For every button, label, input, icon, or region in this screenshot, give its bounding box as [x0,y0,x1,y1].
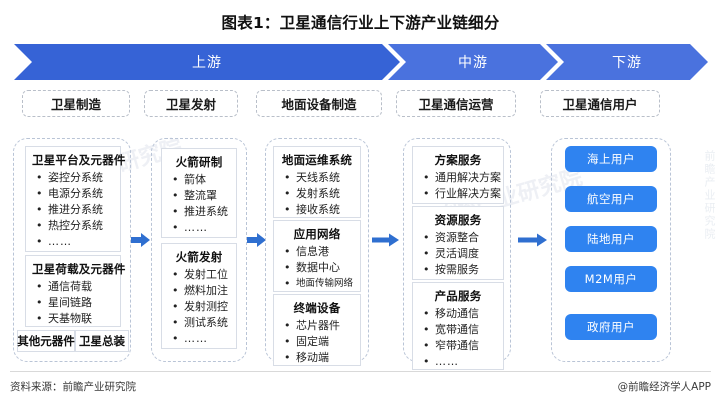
group-item-list: 姿控分系统 电源分系统 推进分系统 热控分系统 …… [32,170,114,250]
group-title: 资源服务 [434,213,482,227]
list-item: 星间链路 [32,295,114,311]
list-item: 天基物联 [32,311,114,327]
group-solution-service: 方案服务 通用解决方案 行业解决方案 [412,146,504,204]
list-item-ellipsis: …… [168,220,230,236]
group-title: 火箭发射 [175,250,223,264]
list-item: 发射系统 [280,186,354,202]
list-item: 行业解决方案 [419,186,501,202]
user-pill-maritime[interactable]: 海上用户 [565,146,657,172]
list-item: 发射工位 [168,267,230,283]
list-item: 天线系统 [280,170,354,186]
arrow-right-2 [247,233,266,247]
list-item: 接收系统 [280,202,354,218]
list-item: 姿控分系统 [32,170,114,186]
stage-upstream[interactable]: 上游 [14,44,400,80]
group-item-list: 信息港 数据中心 地面传输网络 [280,244,354,292]
chart-title: 图表1：卫星通信行业上下游产业链细分 [221,14,500,32]
stage-downstream[interactable]: 下游 [546,44,708,80]
stage-midstream-label: 中游 [458,55,488,71]
footer-divider [10,371,711,372]
stage-downstream-label: 下游 [612,55,642,71]
list-item: 移动端 [280,350,354,366]
list-item: 通信荷载 [32,279,114,295]
group-title: 产品服务 [434,289,482,303]
group-item-list: 芯片器件 固定端 移动端 [280,318,354,366]
list-item: 电源分系统 [32,186,114,202]
source-text: 资料来源：前瞻产业研究院 [10,381,136,393]
group-title: 方案服务 [434,153,482,167]
group-ground-ops-system: 地面运维系统 天线系统 发射系统 接收系统 [273,146,361,218]
segment-chip-satellite-users[interactable]: 卫星通信用户 [540,90,660,117]
list-item: 信息港 [280,244,354,260]
group-item-list: 通信荷载 星间链路 天基物联 [32,279,114,327]
list-item: 移动通信 [419,306,497,322]
group-title: 地面运维系统 [281,153,353,167]
group-terminal-equipment: 终端设备 芯片器件 固定端 移动端 [273,294,361,366]
list-item: 宽带通信 [419,322,497,338]
group-rocket-development: 火箭研制 箭体 整流罩 推进系统 …… [161,148,237,238]
column-satellite-manufacturing [13,138,131,362]
group-rocket-launch: 火箭发射 发射工位 燃料加注 发射测控 测试系统 …… [161,243,237,349]
flatbox-satellite-assembly: 卫星总装 [75,330,129,352]
user-pill-aviation[interactable]: 航空用户 [565,186,657,212]
list-item: 数据中心 [280,260,354,276]
list-item: 测试系统 [168,315,230,331]
list-item: 芯片器件 [280,318,354,334]
stage-banner: 上游 中游 下游 [14,44,708,80]
group-satellite-payload: 卫星荷载及元器件 通信荷载 星间链路 天基物联 [25,255,126,327]
group-item-list: 资源整合 灵活调度 按需服务 [419,230,497,278]
list-item: 按需服务 [419,262,497,278]
group-item-list: 天线系统 发射系统 接收系统 [280,170,354,218]
user-pill-land[interactable]: 陆地用户 [565,226,657,252]
list-item: 推进系统 [168,204,230,220]
group-title: 卫星平台及元器件 [32,153,126,167]
group-item-list: 移动通信 宽带通信 窄带通信 …… [419,306,497,370]
arrow-right-3 [372,233,399,247]
segment-chip-satellite-manufacturing[interactable]: 卫星制造 [22,90,130,117]
group-title: 火箭研制 [175,155,223,169]
group-application-network: 应用网络 信息港 数据中心 地面传输网络 [273,220,361,292]
user-pill-m2m[interactable]: M2M用户 [565,266,657,292]
segment-chip-satellite-operation[interactable]: 卫星通信运营 [396,90,516,117]
user-pill-government[interactable]: 政府用户 [565,314,657,340]
list-item: 箭体 [168,172,230,188]
list-item: 资源整合 [419,230,497,246]
group-item-list: 通用解决方案 行业解决方案 [419,170,501,202]
group-product-service: 产品服务 移动通信 宽带通信 窄带通信 …… [412,282,504,370]
list-item: 推进分系统 [32,202,114,218]
group-satellite-platform: 卫星平台及元器件 姿控分系统 电源分系统 推进分系统 热控分系统 …… [25,146,126,252]
group-resource-service: 资源服务 资源整合 灵活调度 按需服务 [412,206,504,280]
list-item-ellipsis: …… [419,354,497,370]
stage-upstream-label: 上游 [192,55,222,71]
segment-chip-ground-equipment[interactable]: 地面设备制造 [256,90,382,117]
brand-text: @前瞻经济学人APP [617,381,711,393]
group-item-list: 箭体 整流罩 推进系统 …… [168,172,230,236]
list-item-ellipsis: …… [168,331,230,347]
segment-chip-satellite-launch[interactable]: 卫星发射 [144,90,238,117]
list-item: 发射测控 [168,299,230,315]
list-item: 固定端 [280,334,354,350]
group-item-list: 发射工位 燃料加注 发射测控 测试系统 …… [168,267,230,347]
group-title: 应用网络 [293,227,341,241]
list-item-ellipsis: …… [32,234,114,250]
watermark-right-edge: 前瞻产业研究院 [703,150,716,241]
list-item: 整流罩 [168,188,230,204]
list-item: 燃料加注 [168,283,230,299]
list-item: 地面传输网络 [280,276,354,292]
group-title: 卫星荷载及元器件 [32,262,126,276]
column-satellite-launch [151,138,247,362]
list-item: 热控分系统 [32,218,114,234]
column-satellite-users [551,138,671,362]
group-title: 终端设备 [293,301,341,315]
flatbox-other-components: 其他元器件 [17,330,75,352]
list-item: 灵活调度 [419,246,497,262]
arrow-right-4 [518,233,547,247]
stage-midstream[interactable]: 中游 [388,44,558,80]
arrow-right-1 [131,233,150,247]
list-item: 窄带通信 [419,338,497,354]
list-item: 通用解决方案 [419,170,501,186]
